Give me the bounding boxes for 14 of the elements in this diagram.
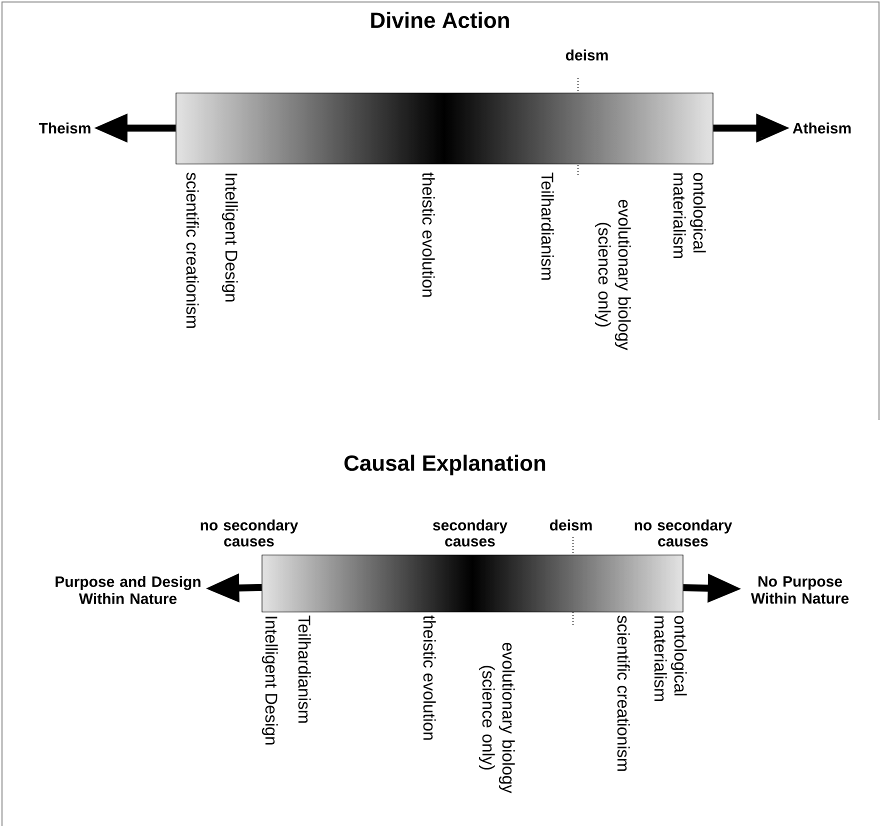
heading: Divine Action [371,12,509,28]
position-label: evolutionary biology (science only) [478,642,515,794]
heading: Causal Explanation [344,454,546,476]
side-label: Atheism [792,122,851,134]
position-label: deism [566,50,608,60]
gradient-bar [176,92,714,164]
position-label: evolutionary biology (science only) [594,200,631,350]
side-label: No Purpose Within Nature [750,576,849,604]
side-label: Purpose and Design Within Nature [56,576,200,604]
position-label: no secondary causes [634,520,732,546]
position-label: no secondary causes [200,520,298,546]
gradient-bar [262,554,684,612]
side-label: Theism [38,122,90,134]
position-label: deism [550,520,592,530]
